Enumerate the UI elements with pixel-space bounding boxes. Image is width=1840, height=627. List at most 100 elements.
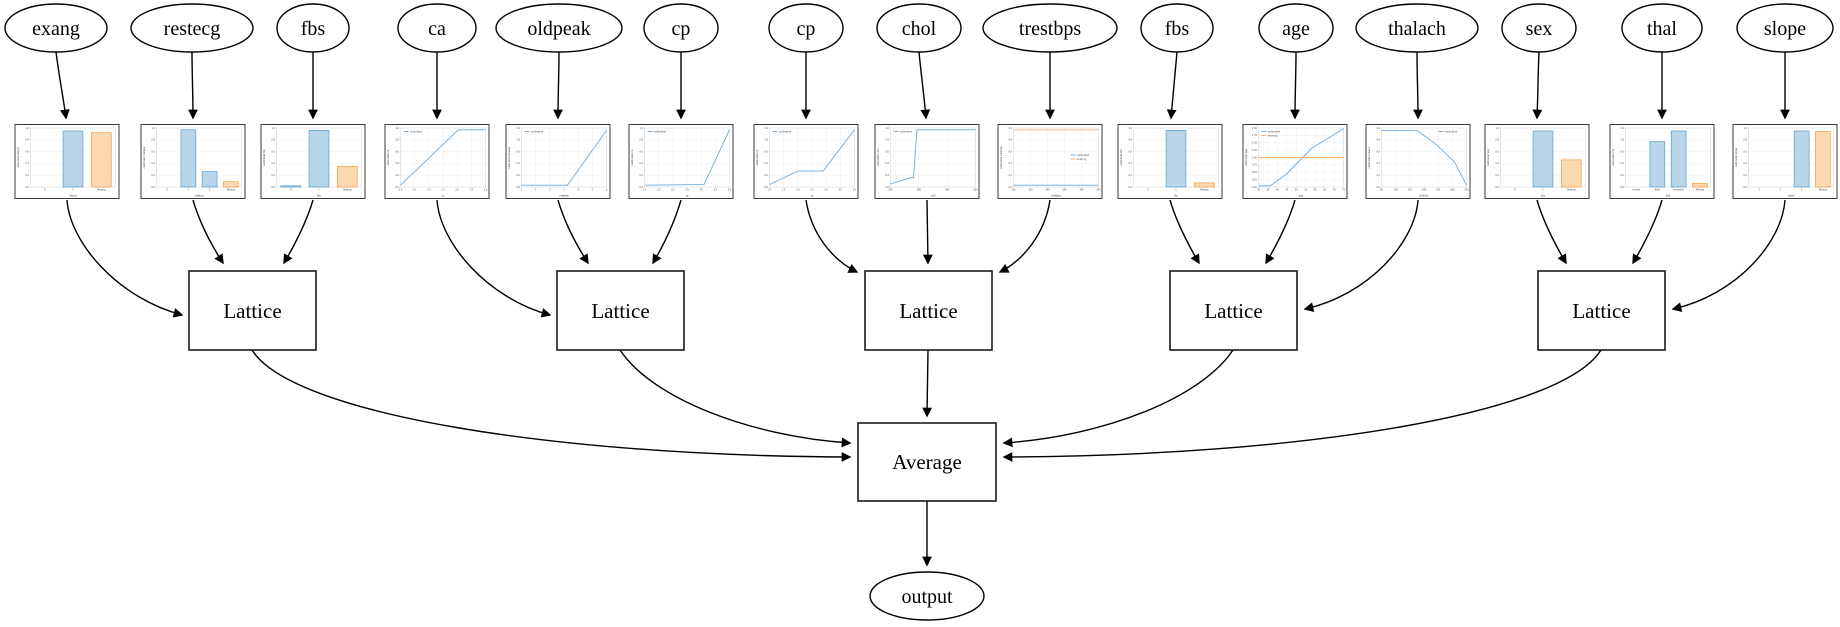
y-tick-label: 1.75 bbox=[1252, 134, 1257, 137]
y-tick-label: 0.4 bbox=[151, 162, 155, 165]
x-tick-label: 3.5 bbox=[714, 188, 718, 191]
x-tick-label: 4 bbox=[577, 188, 579, 191]
x-tick-label: 1.0 bbox=[427, 188, 431, 191]
x-axis-label: age bbox=[1299, 194, 1304, 197]
y-axis-label: calibrated chol bbox=[877, 148, 880, 166]
x-tick-label: 1 bbox=[72, 188, 74, 191]
y-tick-label: 0.4 bbox=[516, 162, 520, 165]
y-tick-label: 0.6 bbox=[1743, 150, 1747, 153]
feature-node-cp-1: cp bbox=[643, 3, 719, 53]
x-tick-label: 2.0 bbox=[671, 188, 675, 191]
y-tick-label: 0.4 bbox=[1128, 162, 1132, 165]
bar-calibrated-1 bbox=[62, 130, 84, 188]
series-line-calibrated bbox=[644, 129, 730, 186]
y-tick-label: 0.8 bbox=[1620, 139, 1624, 142]
y-tick-label: 1.0 bbox=[1743, 127, 1747, 130]
lattice-label: Lattice bbox=[1572, 299, 1630, 323]
x-tick-label: Missing bbox=[1200, 188, 1209, 191]
feature-label: cp bbox=[672, 18, 691, 40]
feature-node-age: age bbox=[1258, 3, 1334, 53]
y-tick-label: 0.8 bbox=[1008, 139, 1012, 142]
x-tick-label: Missing bbox=[227, 188, 236, 191]
x-tick-label: 0.0 bbox=[399, 188, 403, 191]
x-tick-label: 160 bbox=[1436, 188, 1441, 191]
y-tick-label: 1.0 bbox=[25, 127, 29, 130]
x-tick-label: 50 bbox=[1295, 188, 1298, 191]
edge-chart-fbs-lattice-1 bbox=[283, 199, 314, 265]
feature-node-exang: exang bbox=[4, 3, 108, 53]
x-tick-label: 300 bbox=[917, 188, 922, 191]
edge-chart-fbs2-lattice-4 bbox=[1169, 199, 1200, 265]
bar-calibrated-fixed bbox=[1649, 141, 1666, 188]
y-tick-label: 0.8 bbox=[885, 139, 889, 142]
edge-chart-thal-lattice-5 bbox=[1632, 199, 1663, 265]
x-tick-label: 140 bbox=[1045, 188, 1050, 191]
series-line-calibrated bbox=[890, 129, 976, 185]
x-tick-label: 1 bbox=[188, 188, 190, 191]
edge-exang-chart bbox=[55, 51, 70, 120]
y-tick-label: 0.0 bbox=[1495, 186, 1499, 189]
edge-chart-cp1-lattice-2 bbox=[652, 199, 682, 265]
y-tick-label: 1.0 bbox=[1128, 127, 1132, 130]
feature-node-fbs-2: fbs bbox=[1140, 3, 1214, 53]
x-axis-label: fbs bbox=[1174, 194, 1178, 197]
y-tick-label: 0.8 bbox=[151, 139, 155, 142]
edge-lattice-5-average bbox=[1002, 349, 1602, 462]
y-tick-label: 0.8 bbox=[764, 139, 768, 142]
y-tick-label: 0.6 bbox=[885, 150, 889, 153]
lattice-label: Lattice bbox=[591, 299, 649, 323]
edge-chart-cp2-lattice-3 bbox=[805, 199, 859, 273]
y-tick-label: 0.0 bbox=[516, 186, 520, 189]
legend-label-calibrated: calibrated bbox=[1077, 153, 1090, 157]
lattice-label: Lattice bbox=[1204, 299, 1262, 323]
y-tick-label: 0.4 bbox=[25, 162, 29, 165]
y-tick-label: 2.00 bbox=[1252, 127, 1257, 130]
feature-label: fbs bbox=[301, 18, 326, 40]
x-tick-label: Missing bbox=[1567, 188, 1576, 191]
x-tick-label: 1.5 bbox=[441, 188, 445, 191]
bar-calibrated-1 bbox=[180, 129, 197, 188]
x-axis-label: sex bbox=[1541, 194, 1546, 197]
y-axis-label: calibrated cp bbox=[631, 149, 634, 165]
series-line-calibrated bbox=[400, 129, 486, 186]
x-tick-label: Missing bbox=[1819, 188, 1828, 191]
y-axis-label: calibrated cp bbox=[756, 149, 759, 165]
y-tick-label: 0.0 bbox=[1376, 186, 1380, 189]
x-tick-label: 1 bbox=[318, 188, 320, 191]
y-tick-label: 0.6 bbox=[1008, 150, 1012, 153]
x-tick-label: 120 bbox=[1408, 188, 1413, 191]
legend-label-missing: missing bbox=[1077, 157, 1087, 161]
feature-label: slope bbox=[1764, 18, 1806, 40]
x-axis-label: fbs bbox=[317, 194, 321, 197]
feature-label: chol bbox=[902, 18, 937, 40]
edge-chart-trestbps-lattice-3 bbox=[998, 199, 1051, 273]
y-tick-label: 0.2 bbox=[516, 174, 520, 177]
y-tick-label: 0.0 bbox=[151, 186, 155, 189]
y-tick-label: 0.6 bbox=[271, 150, 275, 153]
y-tick-label: 0.0 bbox=[1620, 186, 1624, 189]
y-tick-label: 0.0 bbox=[1008, 186, 1012, 189]
lattice-label: Lattice bbox=[223, 299, 281, 323]
y-tick-label: 0.4 bbox=[1008, 162, 1012, 165]
x-tick-label: 75 bbox=[1342, 188, 1345, 191]
x-tick-label: 6 bbox=[606, 188, 608, 191]
bar-missing-Missing bbox=[1692, 183, 1708, 188]
y-tick-label: 1.0 bbox=[1620, 127, 1624, 130]
feature-node-thal: thal bbox=[1621, 3, 1703, 53]
feature-label: thalach bbox=[1388, 18, 1446, 40]
edge-lattice-3-average bbox=[922, 349, 933, 418]
series-line-calibrated bbox=[769, 129, 855, 186]
x-tick-label: 2.5 bbox=[810, 188, 814, 191]
bar-missing-Missing bbox=[1815, 131, 1831, 188]
x-tick-label: 1 bbox=[1542, 188, 1544, 191]
x-tick-label: 3.0 bbox=[484, 188, 488, 191]
